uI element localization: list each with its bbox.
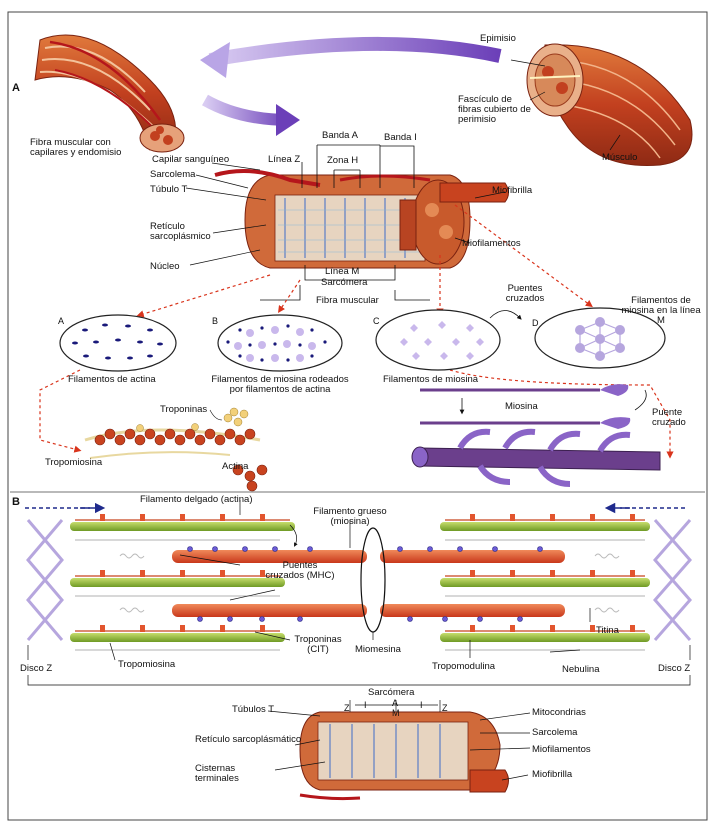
label-fibra-muscular: Fibra muscular [316,296,379,306]
label-fil-miosina-linea-m: Filamentos de miosina en la línea M [620,296,702,326]
label-miosina: Miosina [505,402,538,412]
label-fibra-muscular-capilares: Fibra muscular con capilares y endomisio [30,138,130,158]
panel-letter-a: A [12,82,20,94]
label-titina: Titina [596,626,619,636]
mark-i-left: I [364,700,367,710]
label-filamento-delgado: Filamento delgado (actina) [140,495,252,505]
label-puentes-mhc: Puentes cruzados (MHC) [265,561,335,581]
sub-letter-b: B [212,316,218,326]
label-sarcomera-b: Sarcómera [368,688,414,698]
label-sarcolema-b: Sarcolema [532,728,577,738]
label-troponinas: Troponinas [160,405,207,415]
m-line-ring [361,528,385,632]
label-linea-z: Línea Z [268,155,300,165]
label-miomesina: Miomesina [355,645,401,655]
label-miofilamentos-a: Miofilamentos [462,239,521,249]
label-tropomiosina-a: Tropomiosina [45,458,102,468]
cross-section-b [218,315,342,371]
purple-arrow-bottom-head [276,104,300,136]
label-capilar: Capilar sanguíneo [152,155,229,165]
label-actina: Actina [222,462,248,472]
label-reticulo-b: Retículo sarcoplásmático [195,735,305,745]
sub-letter-a: A [58,316,64,326]
label-miofibrilla-a: Miofibrilla [492,186,532,196]
label-cisternas: Cisternas terminales [195,764,275,784]
label-miofibrilla-b: Miofibrilla [532,770,572,780]
label-fil-miosina-rodeados: Filamentos de miosina rodeados por filam… [210,375,350,395]
label-puente-cruzado: Puente cruzado [652,408,702,428]
mark-i-right: I [420,700,423,710]
z-disc-right [655,520,690,640]
label-tubulo-t: Túbulo T [150,185,187,195]
label-nucleo: Núcleo [150,262,180,272]
label-tubulos-t: Túbulos T [232,705,274,715]
cross-bridge-arc-arrow [490,311,520,319]
label-nebulina: Nebulina [562,665,600,675]
mark-a: A [392,698,398,708]
label-linea-m: Línea M [325,267,359,277]
label-tropomiosina-b: Tropomiosina [118,660,175,670]
z-disc-left [28,520,62,640]
label-fil-miosina: Filamentos de miosina [383,375,478,385]
label-banda-i: Banda I [384,133,417,143]
label-disco-z-right: Disco Z [658,664,690,674]
label-epimisio: Epimisio [480,34,516,44]
muscle-fiber-bundle-image [35,35,184,152]
cross-section-c [376,310,500,370]
myosin-drawing [412,384,660,484]
label-troponinas-cit: Troponinas (CIT) [283,635,353,655]
purple-arrow-top [210,44,500,60]
label-tropomodulina: Tropomodulina [432,662,495,672]
cross-section-a [60,315,176,371]
mark-m: M [392,708,400,718]
whole-muscle-image [527,44,692,166]
purple-arrow-top-head [200,42,230,78]
actin-filament-drawing [85,408,267,491]
mark-z-left: Z [344,703,350,713]
label-zona-h: Zona H [327,156,358,166]
sub-letter-c: C [373,316,380,326]
label-filamento-grueso: Filamento grueso (miosina) [300,507,400,527]
label-banda-a: Banda A [322,131,358,141]
label-sarcolema-a: Sarcolema [150,170,195,180]
label-musculo: Músculo [602,153,637,163]
label-puentes-cruzados-a: Puentes cruzados [495,284,555,304]
muscle-fiber-block [215,171,509,268]
label-mitocondrias: Mitocondrias [532,708,586,718]
label-fil-actina: Filamentos de actina [68,375,156,385]
label-reticulo-a: Retículo sarcoplásmico [150,222,220,242]
mark-z-right: Z [442,703,448,713]
panel-letter-b: B [12,496,20,508]
label-disco-z-left: Disco Z [20,664,52,674]
label-sarcomera-a: Sarcómera [321,278,367,288]
sub-letter-d: D [532,318,539,328]
label-fasciculo: Fascículo de fibras cubierto de perimisi… [458,95,532,125]
label-miofilamentos-b: Miofilamentos [532,745,591,755]
